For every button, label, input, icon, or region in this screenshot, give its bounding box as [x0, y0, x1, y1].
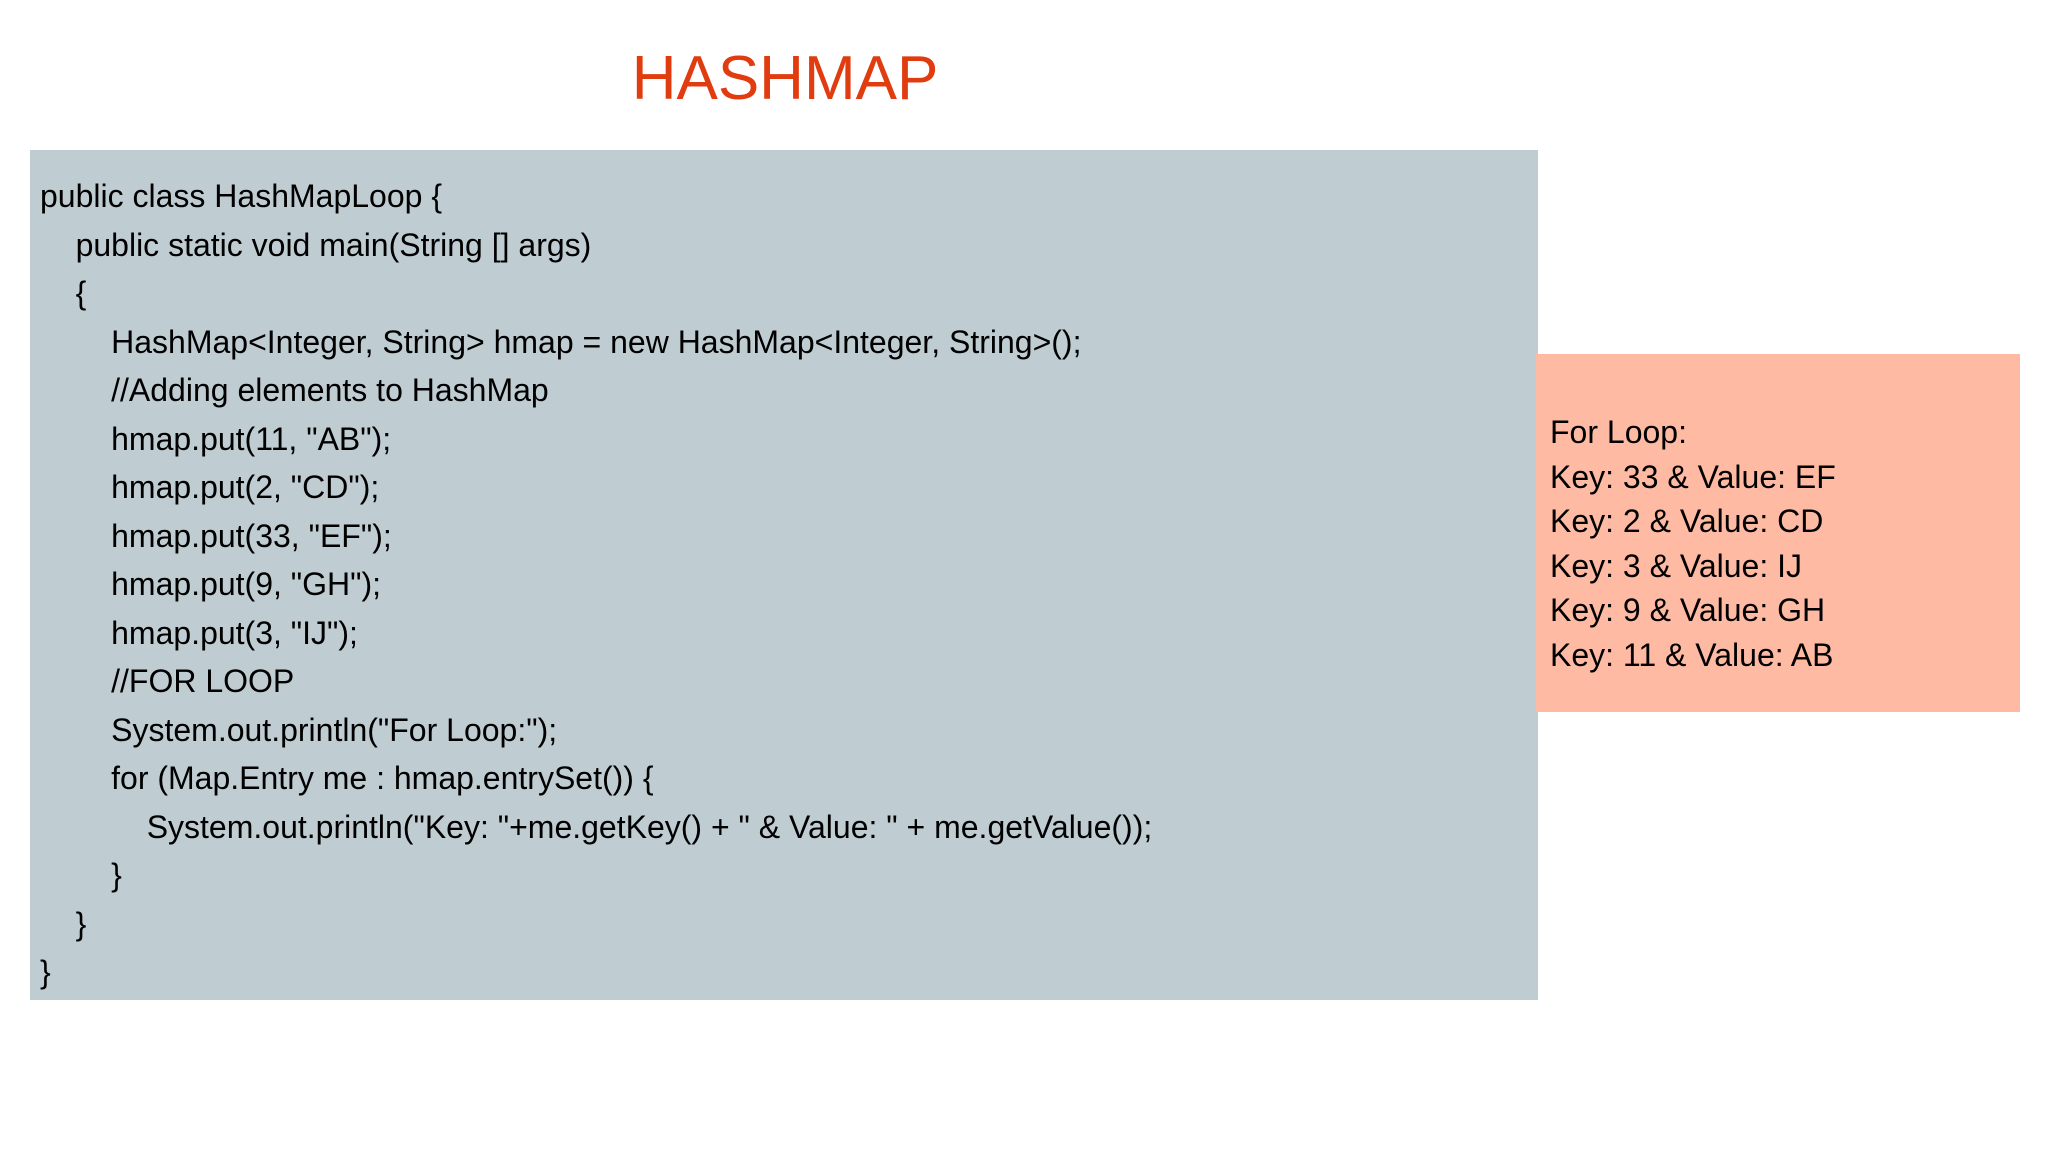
- code-line: public static void main(String [] args): [40, 226, 592, 263]
- code-line: System.out.println("Key: "+me.getKey() +…: [40, 808, 1153, 845]
- code-line: public class HashMapLoop {: [40, 178, 443, 214]
- output-line: For Loop:: [1550, 414, 1687, 450]
- code-line: hmap.put(11, "AB");: [40, 420, 392, 457]
- code-line: hmap.put(9, "GH");: [40, 566, 382, 602]
- code-block: public class HashMapLoop { public static…: [30, 150, 1538, 1000]
- code-line: HashMap<Integer, String> hmap = new Hash…: [40, 323, 1082, 360]
- code-line: //Adding elements to HashMap: [40, 372, 549, 408]
- console-output-panel: For Loop: Key: 33 & Value: EF Key: 2 & V…: [1536, 354, 2020, 712]
- code-line: }: [40, 905, 87, 942]
- code-line: }: [40, 857, 122, 893]
- code-line: //FOR LOOP: [40, 663, 295, 699]
- output-line: Key: 9 & Value: GH: [1550, 592, 1826, 628]
- output-line: Key: 33 & Value: EF: [1550, 458, 1836, 495]
- code-line: hmap.put(33, "EF");: [40, 517, 392, 554]
- code-line: }: [40, 954, 51, 990]
- code-line: System.out.println("For Loop:");: [40, 711, 558, 748]
- code-line: for (Map.Entry me : hmap.entrySet()) {: [40, 760, 654, 796]
- code-line: {: [40, 275, 87, 311]
- code-line: hmap.put(3, "IJ");: [40, 614, 358, 651]
- page-title: HASHMAP: [631, 44, 939, 113]
- code-line: hmap.put(2, "CD");: [40, 469, 380, 505]
- output-line: Key: 2 & Value: CD: [1550, 503, 1824, 539]
- output-line: Key: 3 & Value: IJ: [1550, 547, 1802, 584]
- output-line: Key: 11 & Value: AB: [1550, 636, 1834, 673]
